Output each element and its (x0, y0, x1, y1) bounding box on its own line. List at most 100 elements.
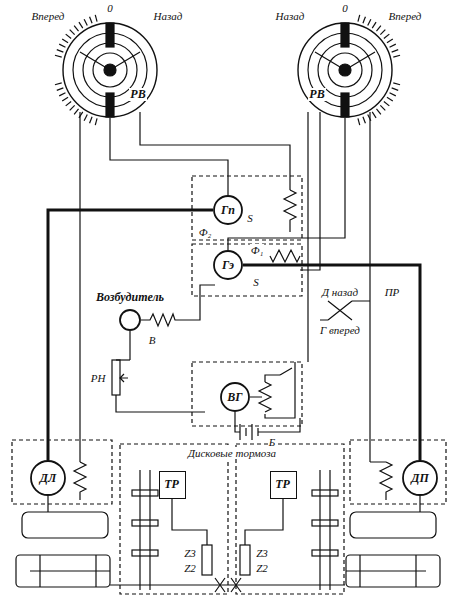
schematic-stroke (120, 374, 128, 382)
part-label: Д назад (321, 286, 359, 298)
contact-tick (372, 22, 376, 28)
contact-tick (74, 26, 78, 31)
schematic-stroke (315, 52, 375, 70)
controller-left (73, 23, 147, 117)
schematic-stroke (307, 112, 308, 362)
schematic-stroke (300, 112, 320, 270)
controller-circle: РВ (62, 22, 158, 118)
controller-right (308, 23, 382, 117)
contact-tick (392, 88, 399, 91)
schematic-stroke (250, 382, 271, 412)
contact-hatching (55, 15, 400, 125)
control-wires (74, 112, 392, 500)
part-label: Дисковые тормоза (187, 447, 277, 459)
power-wire (48, 210, 213, 460)
contact-tick (393, 55, 400, 57)
schematic-stroke (312, 550, 338, 556)
part-label: S (246, 212, 254, 224)
contact-tick (90, 17, 93, 24)
part-label: Z2 (183, 562, 197, 574)
part-label: Вперед (388, 10, 423, 22)
contact-tick (387, 39, 393, 43)
schematic-stroke (116, 395, 205, 412)
schematic-stroke (350, 512, 436, 538)
contact-tick (55, 55, 62, 57)
circle-border (214, 251, 242, 279)
contact-tick (95, 118, 97, 125)
contact-tick (55, 83, 62, 85)
schematic-stroke (172, 499, 283, 545)
schematic-stroke (132, 550, 158, 556)
contact-tick (84, 19, 87, 25)
controller-circle: РВ (297, 22, 393, 118)
contact-tick (376, 109, 380, 114)
circle-border (298, 23, 392, 117)
contact-tick (66, 34, 71, 38)
node-label: Гп (220, 204, 236, 217)
schematic-stroke (341, 93, 349, 117)
node-label: ТР (163, 478, 180, 491)
schematic-stroke (192, 362, 302, 426)
part-label: Z2 (255, 562, 269, 574)
contact-tick (74, 109, 78, 114)
brake-box: ТР (270, 471, 297, 499)
part-label: ПР (384, 286, 401, 298)
contact-tick (368, 19, 371, 25)
contact-tick (363, 117, 366, 124)
gearboxes (110, 470, 345, 592)
track-drives (16, 496, 440, 587)
contact-tick (70, 105, 75, 110)
contact-tick (70, 30, 75, 35)
contact-tick (59, 93, 65, 96)
contact-tick (380, 30, 385, 35)
contact-tick (390, 93, 396, 96)
contact-tick (57, 50, 64, 53)
schematic-stroke (312, 520, 338, 526)
part-label: РН (90, 372, 107, 384)
schematic-stroke (140, 112, 290, 190)
circle-border (214, 196, 242, 224)
contact-tick (387, 97, 393, 101)
circle-outline (297, 22, 393, 118)
contact-tick (62, 39, 68, 43)
schematic-stroke (120, 444, 228, 594)
contact-tick (90, 117, 93, 124)
node-label: Гэ (221, 259, 235, 272)
part-label: Z3 (255, 547, 269, 559)
schematic-stroke (320, 301, 370, 320)
part-label: Назад (153, 10, 184, 22)
circle-border (221, 383, 249, 411)
circle-border (31, 461, 65, 495)
part-label: Z3 (183, 547, 197, 559)
node-label: ТР (274, 478, 291, 491)
schematic-stroke (341, 23, 349, 47)
generator-circle: Гп (213, 195, 243, 225)
contact-tick (84, 115, 87, 121)
node-label: РВ (129, 88, 146, 101)
contact-tick (384, 101, 389, 105)
contact-tick (57, 88, 64, 91)
node-label: Возбудитель (95, 291, 165, 304)
contact-tick (380, 105, 385, 110)
schematic-stroke (140, 470, 330, 590)
contact-tick (390, 44, 396, 47)
schematic-stroke (129, 331, 130, 360)
schematic-stroke (79, 112, 80, 462)
circle-outline (119, 309, 141, 331)
schematic-stroke (74, 462, 86, 500)
contact-tick (59, 44, 65, 47)
schematic-stroke (202, 545, 212, 575)
control-wire (228, 118, 345, 250)
contact-tick (384, 34, 389, 38)
schematic-stroke (235, 412, 300, 432)
exciter-circle: Возбудитель (119, 309, 141, 331)
circle-border (120, 310, 140, 330)
contact-tick (62, 97, 68, 101)
schematic-stroke (346, 496, 426, 587)
schematic-stroke (215, 578, 241, 592)
circle-outline (62, 22, 158, 118)
contact-tick (376, 26, 380, 31)
part-label: Г вперед (319, 324, 361, 336)
